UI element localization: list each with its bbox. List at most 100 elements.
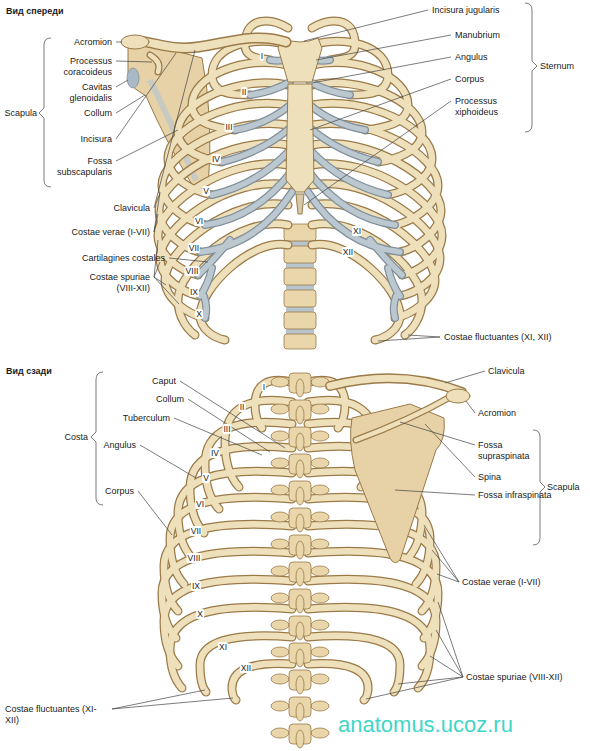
- rib-number: II: [239, 402, 246, 412]
- leader-lines-front-part: [154, 214, 158, 232]
- leader-lines-back-part: [432, 550, 459, 582]
- spine-back-part: [271, 643, 329, 667]
- leader-lines-front-part: [316, 35, 451, 60]
- clavicle-back-part: [330, 378, 462, 392]
- leader-lines-front-part: [154, 192, 160, 232]
- part-label: Scapula: [547, 482, 580, 493]
- scapula-front-part: [127, 68, 139, 88]
- leader-lines-front-part: [154, 50, 195, 208]
- leader-lines-front-part: [378, 337, 440, 341]
- part-label: Corpus: [455, 74, 484, 85]
- rib-number: I: [262, 382, 266, 392]
- leader-lines-front-part: [116, 130, 178, 161]
- spine-back-part: [271, 535, 329, 559]
- sternum-part: [296, 194, 304, 214]
- leader-lines-back-part: [398, 677, 463, 684]
- part-label: Costae verae (I-VII): [71, 227, 150, 238]
- part-label: Cartilagines costales: [82, 253, 165, 264]
- clavicle-back-part: [446, 389, 470, 403]
- clavicle-front-part: [128, 38, 286, 48]
- spine-front-part: [284, 312, 316, 329]
- spine-front-part: [284, 268, 316, 285]
- part-label: Costae fluctuantes (XI- XII): [5, 704, 113, 726]
- part-label: Costae verae (I-VII): [462, 577, 541, 588]
- part-label: Processus xiphoideus: [455, 96, 525, 118]
- rib-number: III: [222, 424, 231, 434]
- spine-back-part: [271, 670, 329, 694]
- rib-number: X: [196, 609, 204, 619]
- ribs-front: [158, 21, 442, 340]
- spine-front-part: [286, 329, 314, 334]
- leader-lines-back-part: [395, 490, 475, 495]
- spine-back-part: [271, 373, 329, 397]
- rib-number: VII: [188, 243, 200, 253]
- scapula-back: [351, 396, 452, 563]
- spine-front-part: [286, 263, 314, 268]
- spine-back-part: [271, 400, 329, 424]
- sternum-part: [286, 84, 314, 192]
- costal-cartilages: [198, 58, 402, 318]
- spine-front-part: [286, 307, 314, 312]
- spine-front-part: [284, 290, 316, 307]
- costal-cartilages-part: [198, 58, 402, 318]
- part-label: Caput: [152, 376, 176, 387]
- spine-back: [271, 373, 329, 748]
- leader-lines-back-part: [140, 445, 196, 478]
- rib-number: VIII: [185, 266, 200, 276]
- leader-lines-back-part: [91, 372, 103, 505]
- scapula-back-part: [351, 404, 445, 563]
- part-label: Costae fluctuantes (XI, XII): [444, 332, 552, 343]
- part-label: Collum: [156, 394, 184, 405]
- scapula-front-part: [150, 55, 159, 72]
- part-label: Fossa infraspinata: [478, 490, 552, 501]
- spine-back-part: [271, 562, 329, 586]
- part-label: Fossa subscapularis: [50, 156, 112, 178]
- rib-number: VII: [190, 526, 202, 536]
- leader-lines-back-part: [466, 401, 475, 413]
- spine-front-part: [286, 285, 314, 290]
- leader-lines-back-part: [188, 399, 270, 452]
- part-label: Costa: [64, 432, 88, 443]
- rib-number: XI: [352, 226, 362, 236]
- part-label: Angulus: [455, 52, 488, 63]
- part-label: Collum: [84, 108, 112, 119]
- ribs-front-part: [158, 21, 442, 340]
- leader-lines-back-part: [424, 525, 459, 582]
- spine-back-part: [271, 508, 329, 532]
- part-label: Costae spuriae (VIII-XII): [70, 272, 150, 294]
- leader-lines-front-part: [312, 57, 451, 83]
- leader-lines-back-part: [436, 630, 463, 677]
- part-label: Spina: [478, 472, 501, 483]
- leader-lines-back-part: [400, 422, 475, 445]
- leader-lines-front-part: [304, 101, 451, 205]
- part-label: Angulus: [103, 440, 136, 451]
- rib-number: VI: [195, 499, 205, 509]
- leader-lines-front-part: [116, 42, 122, 43]
- spine-back-part: [271, 589, 329, 613]
- leader-lines-front: [39, 3, 537, 341]
- leader-lines-front-part: [169, 258, 208, 262]
- part-label: Scapula: [4, 108, 37, 119]
- view-heading: Вид спереди: [6, 6, 63, 17]
- part-label: Tuberculum: [123, 413, 170, 424]
- leader-lines-front-part: [116, 53, 176, 139]
- leader-lines-back-part: [437, 574, 459, 582]
- part-label: Costae spuriae (VIII-XII): [466, 672, 563, 683]
- part-label: Incisura: [80, 134, 112, 145]
- rib-number: IV: [211, 154, 221, 164]
- rib-number: XI: [218, 642, 228, 652]
- view-heading: Вид сзади: [6, 366, 52, 377]
- rib-number: X: [195, 309, 203, 319]
- part-label: Processus coracoideus: [50, 56, 112, 78]
- spine-back-part: [271, 481, 329, 505]
- scapula-front-part: [150, 55, 159, 72]
- spine-front-part: [284, 334, 316, 349]
- leader-lines-back-part: [180, 381, 285, 448]
- spine-back-part: [271, 697, 329, 721]
- rib-number: IX: [189, 287, 199, 297]
- spine-back-part: [271, 724, 329, 748]
- leader-lines-front-part: [310, 79, 451, 130]
- leader-lines-front-part: [116, 80, 128, 87]
- leader-lines-back-part: [425, 424, 475, 477]
